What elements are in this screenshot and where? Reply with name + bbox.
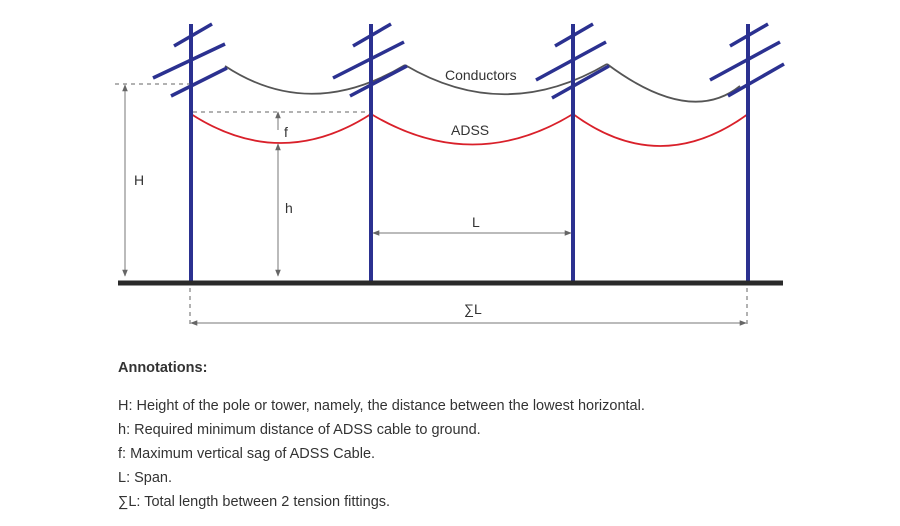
dimension-arrows [122, 84, 747, 326]
annotation-item-f: f: Maximum vertical sag of ADSS Cable. [118, 446, 376, 462]
f-label: f [284, 124, 288, 140]
annotation-item-L: L: Span. [118, 470, 173, 486]
annotation-item-h: h: Required minimum distance of ADSS cab… [118, 422, 481, 438]
L-label: L [472, 214, 480, 230]
cross-arm [554, 22, 594, 48]
adss-span-3 [572, 113, 749, 147]
cross-arm [349, 64, 408, 98]
cross-arm [727, 62, 785, 98]
annotation-item-sum-L: ∑L: Total length between 2 tension fitti… [118, 494, 391, 510]
adss-span-1 [190, 113, 372, 144]
adss-cable [190, 113, 749, 147]
conductor-span-1 [224, 64, 406, 95]
adss-label: ADSS [451, 122, 489, 138]
cross-arm [535, 40, 607, 82]
adss-span-2 [370, 113, 574, 146]
annotations-section: Annotations: H: Height of the pole or to… [118, 358, 818, 514]
cross-arm [709, 40, 781, 82]
cross-arm [551, 64, 610, 100]
cross-arm [729, 22, 769, 48]
h-label: h [285, 200, 293, 216]
cross-arm [152, 42, 226, 80]
conductor-span-3 [606, 63, 741, 103]
conductor-lines [224, 63, 741, 103]
cross-arms [152, 22, 785, 100]
adss-installation-diagram: Conductors ADSS H h f L ∑L [115, 22, 785, 328]
cross-arm [170, 66, 228, 98]
conductors-label: Conductors [445, 67, 517, 83]
annotation-item-H: H: Height of the pole or tower, namely, … [118, 398, 645, 414]
H-label: H [134, 172, 144, 188]
conductor-span-2 [404, 63, 608, 96]
reference-dashes [115, 83, 748, 328]
annotations-heading: Annotations: [118, 360, 208, 376]
poles [189, 24, 750, 285]
cross-arm [332, 40, 405, 80]
cross-arm [173, 22, 213, 48]
cross-arm [352, 22, 392, 48]
sum-L-label: ∑L [464, 301, 482, 317]
